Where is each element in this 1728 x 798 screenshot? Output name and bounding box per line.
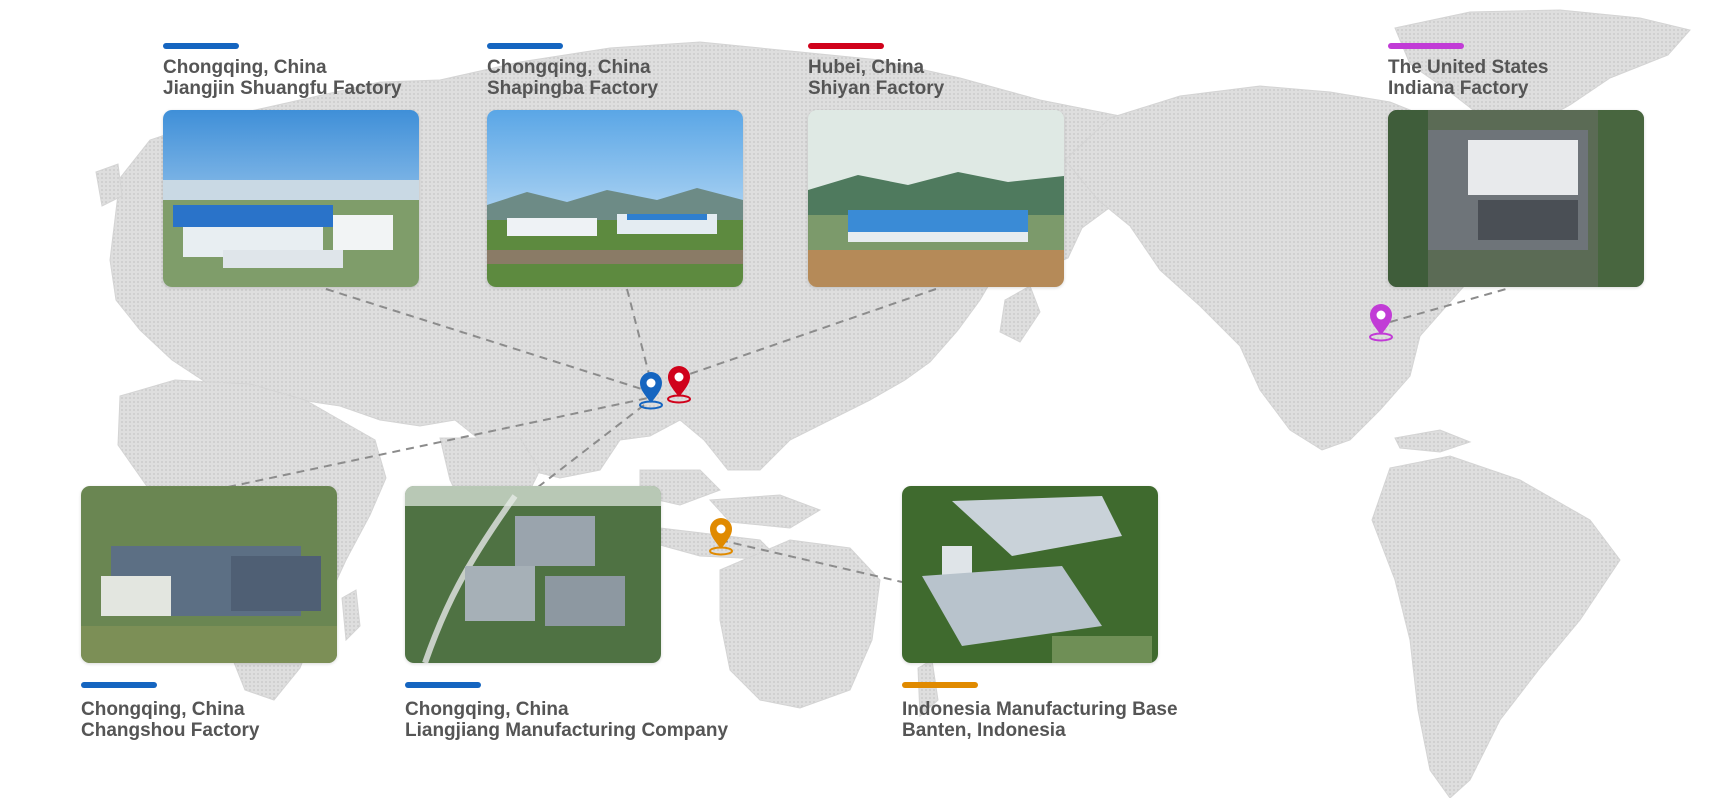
factory-card-changshou[interactable]: Chongqing, China Changshou Factory [81,486,337,741]
factory-name: Jiangjin Shuangfu Factory [163,78,402,99]
caribbean-landmass [1394,429,1472,453]
factory-name: Liangjiang Manufacturing Company [405,720,729,741]
accent-bar [487,43,563,49]
factory-photo[interactable] [902,486,1158,663]
factory-caption: The United States Indiana Factory [1388,57,1644,99]
factory-location: Chongqing, China [405,699,569,720]
factory-photo[interactable] [808,110,1064,287]
australia-landmass [719,539,881,709]
chongqing-location-pin-icon[interactable] [636,370,666,410]
factory-card-liangjiang[interactable]: Chongqing, China Liangjiang Manufacturin… [405,486,729,741]
factory-photo[interactable] [1388,110,1644,287]
factory-card-shapingba[interactable]: Chongqing, China Shapingba Factory [487,43,743,287]
accent-bar [163,43,239,49]
connector-indiana [1389,288,1507,323]
accent-bar [1388,43,1464,49]
connector-jiangjin [325,288,649,392]
factory-location: Indonesia Manufacturing Base [902,699,1178,720]
south-america-landmass [1371,455,1621,798]
factory-card-jiangjin[interactable]: Chongqing, China Jiangjin Shuangfu Facto… [163,43,419,287]
factory-name: Indiana Factory [1388,78,1529,99]
connector-shiyan [683,288,937,377]
factory-photo[interactable] [163,110,419,287]
factory-location: The United States [1388,57,1549,78]
factory-name: Banten, Indonesia [902,720,1066,741]
factory-card-indonesia[interactable]: Indonesia Manufacturing Base Banten, Ind… [902,486,1178,741]
factory-location: Hubei, China [808,57,925,78]
accent-bar [808,43,884,49]
hubei-location-pin-icon[interactable] [664,364,694,404]
factory-caption: Chongqing, China Shapingba Factory [487,57,743,99]
connector-indonesia [719,539,903,583]
british-isles-landmass [95,163,123,207]
factory-name: Changshou Factory [81,720,260,741]
indonesia-location-pin-icon[interactable] [706,516,736,556]
factory-card-indiana[interactable]: The United States Indiana Factory [1388,43,1644,287]
connector-lines [227,288,1507,583]
connector-changshou [227,397,649,488]
factory-caption: Hubei, China Shiyan Factory [808,57,1064,99]
factory-photo[interactable] [487,110,743,287]
factory-location: Chongqing, China [487,57,651,78]
accent-bar [902,682,978,688]
factory-card-shiyan[interactable]: Hubei, China Shiyan Factory [808,43,1064,287]
japan-landmass [999,285,1041,343]
connector-shapingba [626,288,651,379]
factory-caption: Indonesia Manufacturing Base Banten, Ind… [902,699,1178,741]
factory-caption: Chongqing, China Jiangjin Shuangfu Facto… [163,57,419,99]
greenland-landmass [1394,9,1691,129]
factory-name: Shapingba Factory [487,78,659,99]
factory-location: Chongqing, China [163,57,327,78]
connector-liangjiang [537,401,649,488]
indiana-location-pin-icon[interactable] [1366,302,1396,342]
accent-bar [405,682,481,688]
factory-location: Chongqing, China [81,699,245,720]
factory-caption: Chongqing, China Changshou Factory [81,699,337,741]
factory-photo[interactable] [81,486,337,663]
madagascar-landmass [341,589,361,642]
factory-caption: Chongqing, China Liangjiang Manufacturin… [405,699,729,741]
accent-bar [81,682,157,688]
factory-name: Shiyan Factory [808,78,945,99]
factory-photo[interactable] [405,486,661,663]
